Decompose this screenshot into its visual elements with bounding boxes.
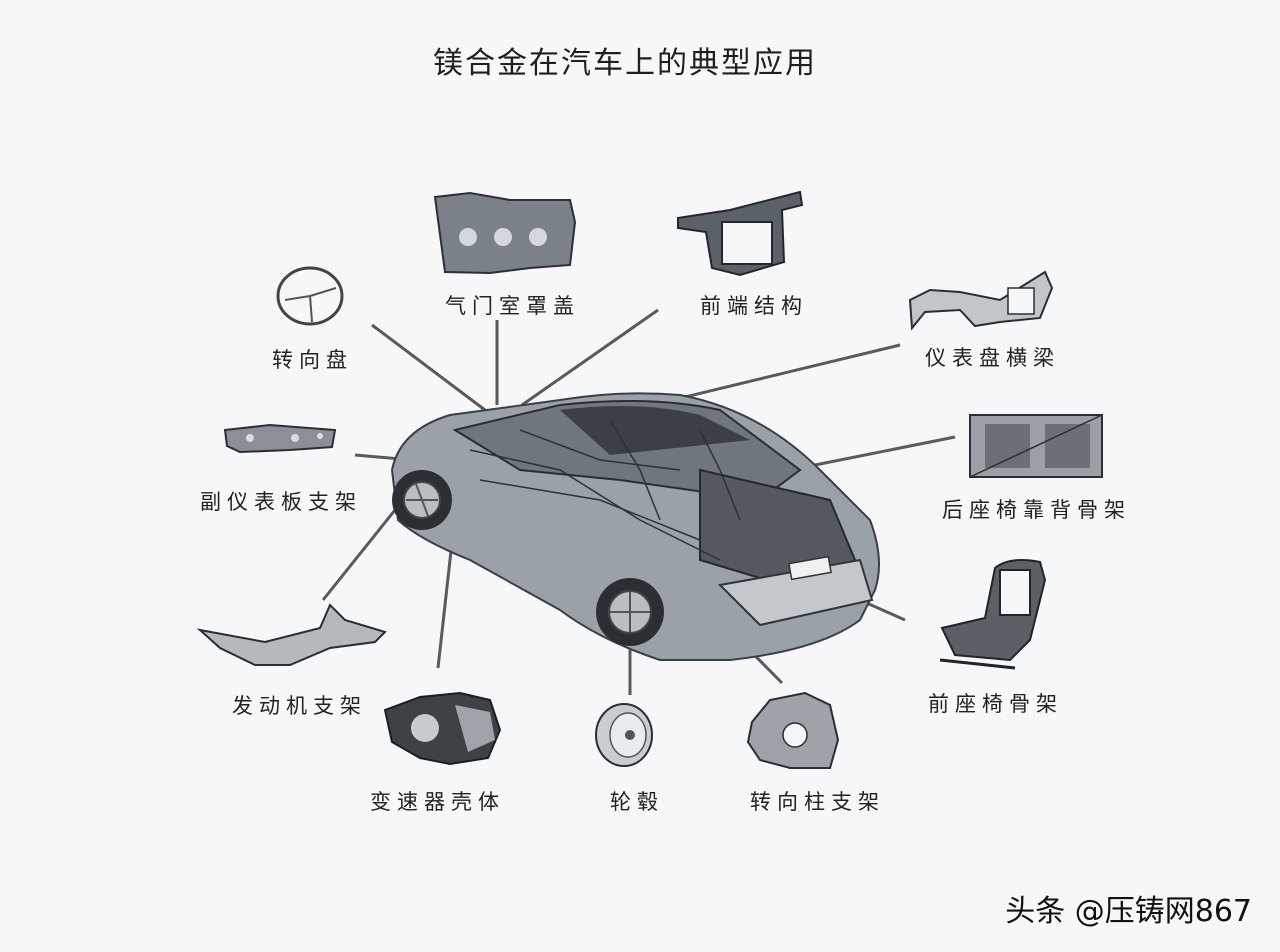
wheel-hub-icon xyxy=(595,703,653,767)
steering-wheel-icon xyxy=(276,266,344,326)
label-engine-bracket: 发动机支架 xyxy=(232,694,367,718)
label-wheel-hub: 轮毂 xyxy=(610,790,664,814)
rear-seat-frame-icon xyxy=(969,414,1103,478)
label-cylinder-head-cover: 气门室罩盖 xyxy=(445,294,580,318)
front-end-structure-icon xyxy=(677,190,804,277)
leader-engine-bracket xyxy=(321,509,397,601)
leader-steering-wheel xyxy=(371,323,486,412)
label-front-end-structure: 前端结构 xyxy=(700,294,808,318)
leader-rear-seat xyxy=(789,435,956,472)
label-steering-wheel: 转向盘 xyxy=(272,348,353,372)
front-seat-frame-icon xyxy=(939,559,1047,670)
leader-front-end xyxy=(521,308,659,407)
steering-column-bracket-icon xyxy=(746,691,840,769)
car-illustration xyxy=(390,392,880,661)
watermark: 头条 @压铸网867 xyxy=(1005,894,1252,929)
label-sub-dashboard-bracket: 副仪表板支架 xyxy=(200,490,362,514)
engine-bracket-icon xyxy=(196,603,387,666)
label-steering-column-bracket: 转向柱支架 xyxy=(750,790,885,814)
gearbox-housing-icon xyxy=(383,691,502,766)
label-dashboard-beam: 仪表盘横梁 xyxy=(925,346,1060,370)
label-rear-seat-frame: 后座椅靠背骨架 xyxy=(942,498,1131,522)
diagram-title: 镁合金在汽车上的典型应用 xyxy=(433,46,817,81)
cylinder-head-cover-icon xyxy=(433,191,577,275)
sub-dashboard-bracket-icon xyxy=(223,423,337,454)
dashboard-beam-icon xyxy=(908,270,1054,331)
label-gearbox-housing: 变速器壳体 xyxy=(370,790,505,814)
label-front-seat-frame: 前座椅骨架 xyxy=(928,692,1063,716)
